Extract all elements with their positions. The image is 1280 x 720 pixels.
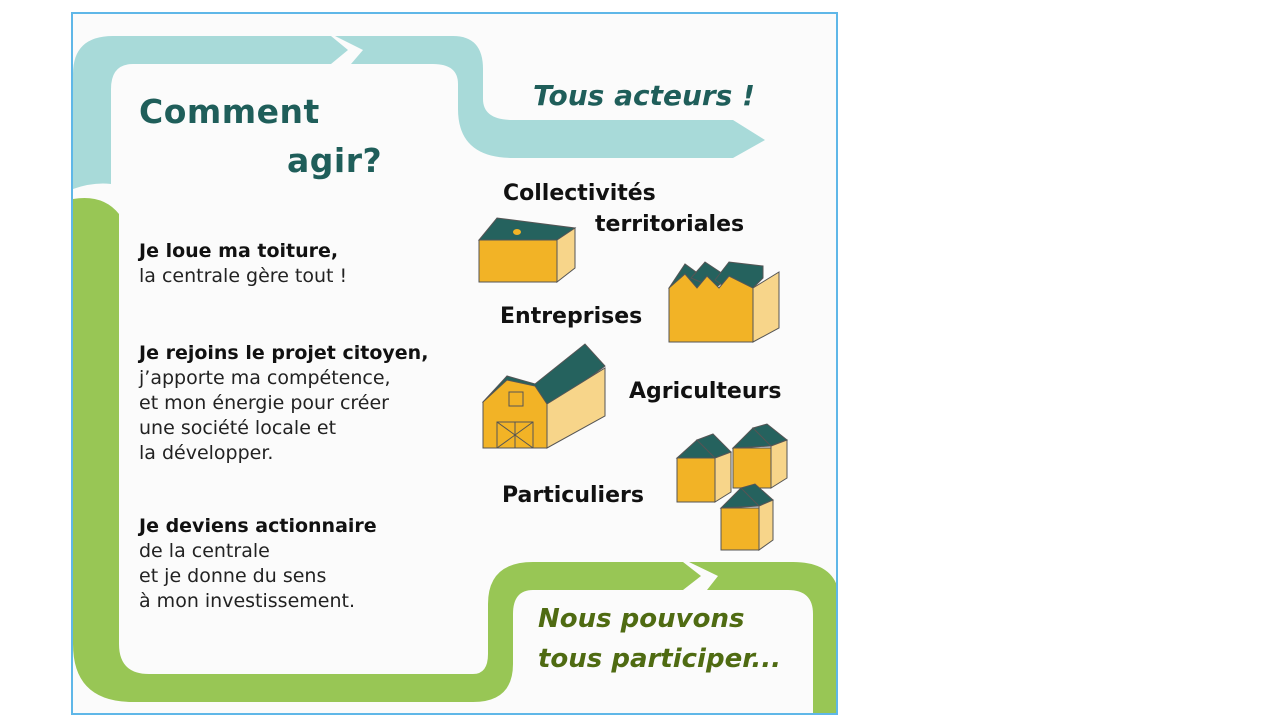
teal-arrow-band [73, 36, 348, 189]
action-rent-roof-line: la centrale gère tout ! [139, 265, 348, 287]
action-join-project-line: et mon énergie pour créer [139, 392, 389, 414]
houses-icon [675, 423, 788, 551]
actor-entreprises: Entreprises [500, 304, 643, 329]
action-rent-roof-bold: Je loue ma toiture, [139, 240, 339, 262]
action-shareholder-line: et je donne du sens [139, 565, 327, 587]
actor-collectivites-line2: territoriales [595, 212, 745, 237]
action-join-project-line: j’apporte ma compétence, [139, 367, 391, 389]
city-hall-icon [477, 217, 577, 284]
banner-bottom: Nous pouvons tous participer... [538, 599, 781, 679]
arrow-bands [73, 36, 836, 713]
action-join-project-bold: Je rejoins le projet citoyen, [139, 342, 429, 364]
banner-bottom-line-2: tous participer... [538, 644, 781, 674]
actor-collectivites-line1: Collectivités [503, 181, 656, 206]
factory-icon [668, 261, 780, 343]
actor-particuliers: Particuliers [502, 483, 644, 508]
banner-top-text: Tous acteurs ! [533, 79, 755, 112]
infographic-card: Comment agir? Tous acteurs ! Je loue ma … [71, 12, 838, 715]
action-rent-roof: Je loue ma toiture, la centrale gère tou… [139, 239, 347, 289]
title-line-1: Comment [139, 92, 320, 131]
action-shareholder-bold: Je deviens actionnaire [139, 515, 377, 537]
title-line-2: agir? [287, 141, 383, 180]
action-shareholder-line: de la centrale [139, 540, 270, 562]
action-shareholder: Je deviens actionnaire de la centrale et… [139, 514, 377, 614]
action-join-project: Je rejoins le projet citoyen, j’apporte … [139, 341, 428, 466]
action-shareholder-line: à mon investissement. [139, 590, 355, 612]
barn-icon [481, 343, 606, 449]
action-join-project-line: une société locale et [139, 417, 337, 439]
action-join-project-line: la développer. [139, 442, 274, 464]
actor-agriculteurs: Agriculteurs [629, 379, 782, 404]
green-arrow-band [73, 198, 701, 702]
banner-bottom-line-1: Nous pouvons [538, 604, 745, 634]
